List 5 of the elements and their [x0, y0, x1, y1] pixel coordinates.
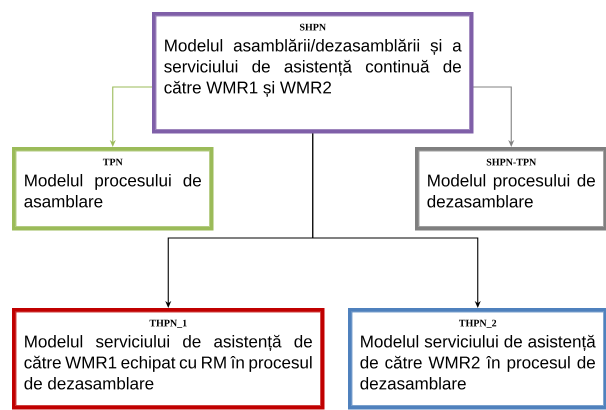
model-box: SHPN-TPN Modelul procesului de dezasamblare	[415, 147, 606, 230]
model-box: SHPN Modelul asamblării/dezasamblării și a serviciului de asistență continuă de către WMR1 și WMR2	[152, 12, 474, 134]
model-box: TPN Modelul procesului de asamblare	[12, 147, 214, 230]
model-box: THPN_2 Modelul serviciului de asistență de către WMR2 în procesul de dezasamblare	[348, 308, 606, 410]
model-box: THPN_1 Modelul serviciului de asistență de către WMR1 echipat cu RM în procesul de dezasamblare	[12, 308, 324, 410]
